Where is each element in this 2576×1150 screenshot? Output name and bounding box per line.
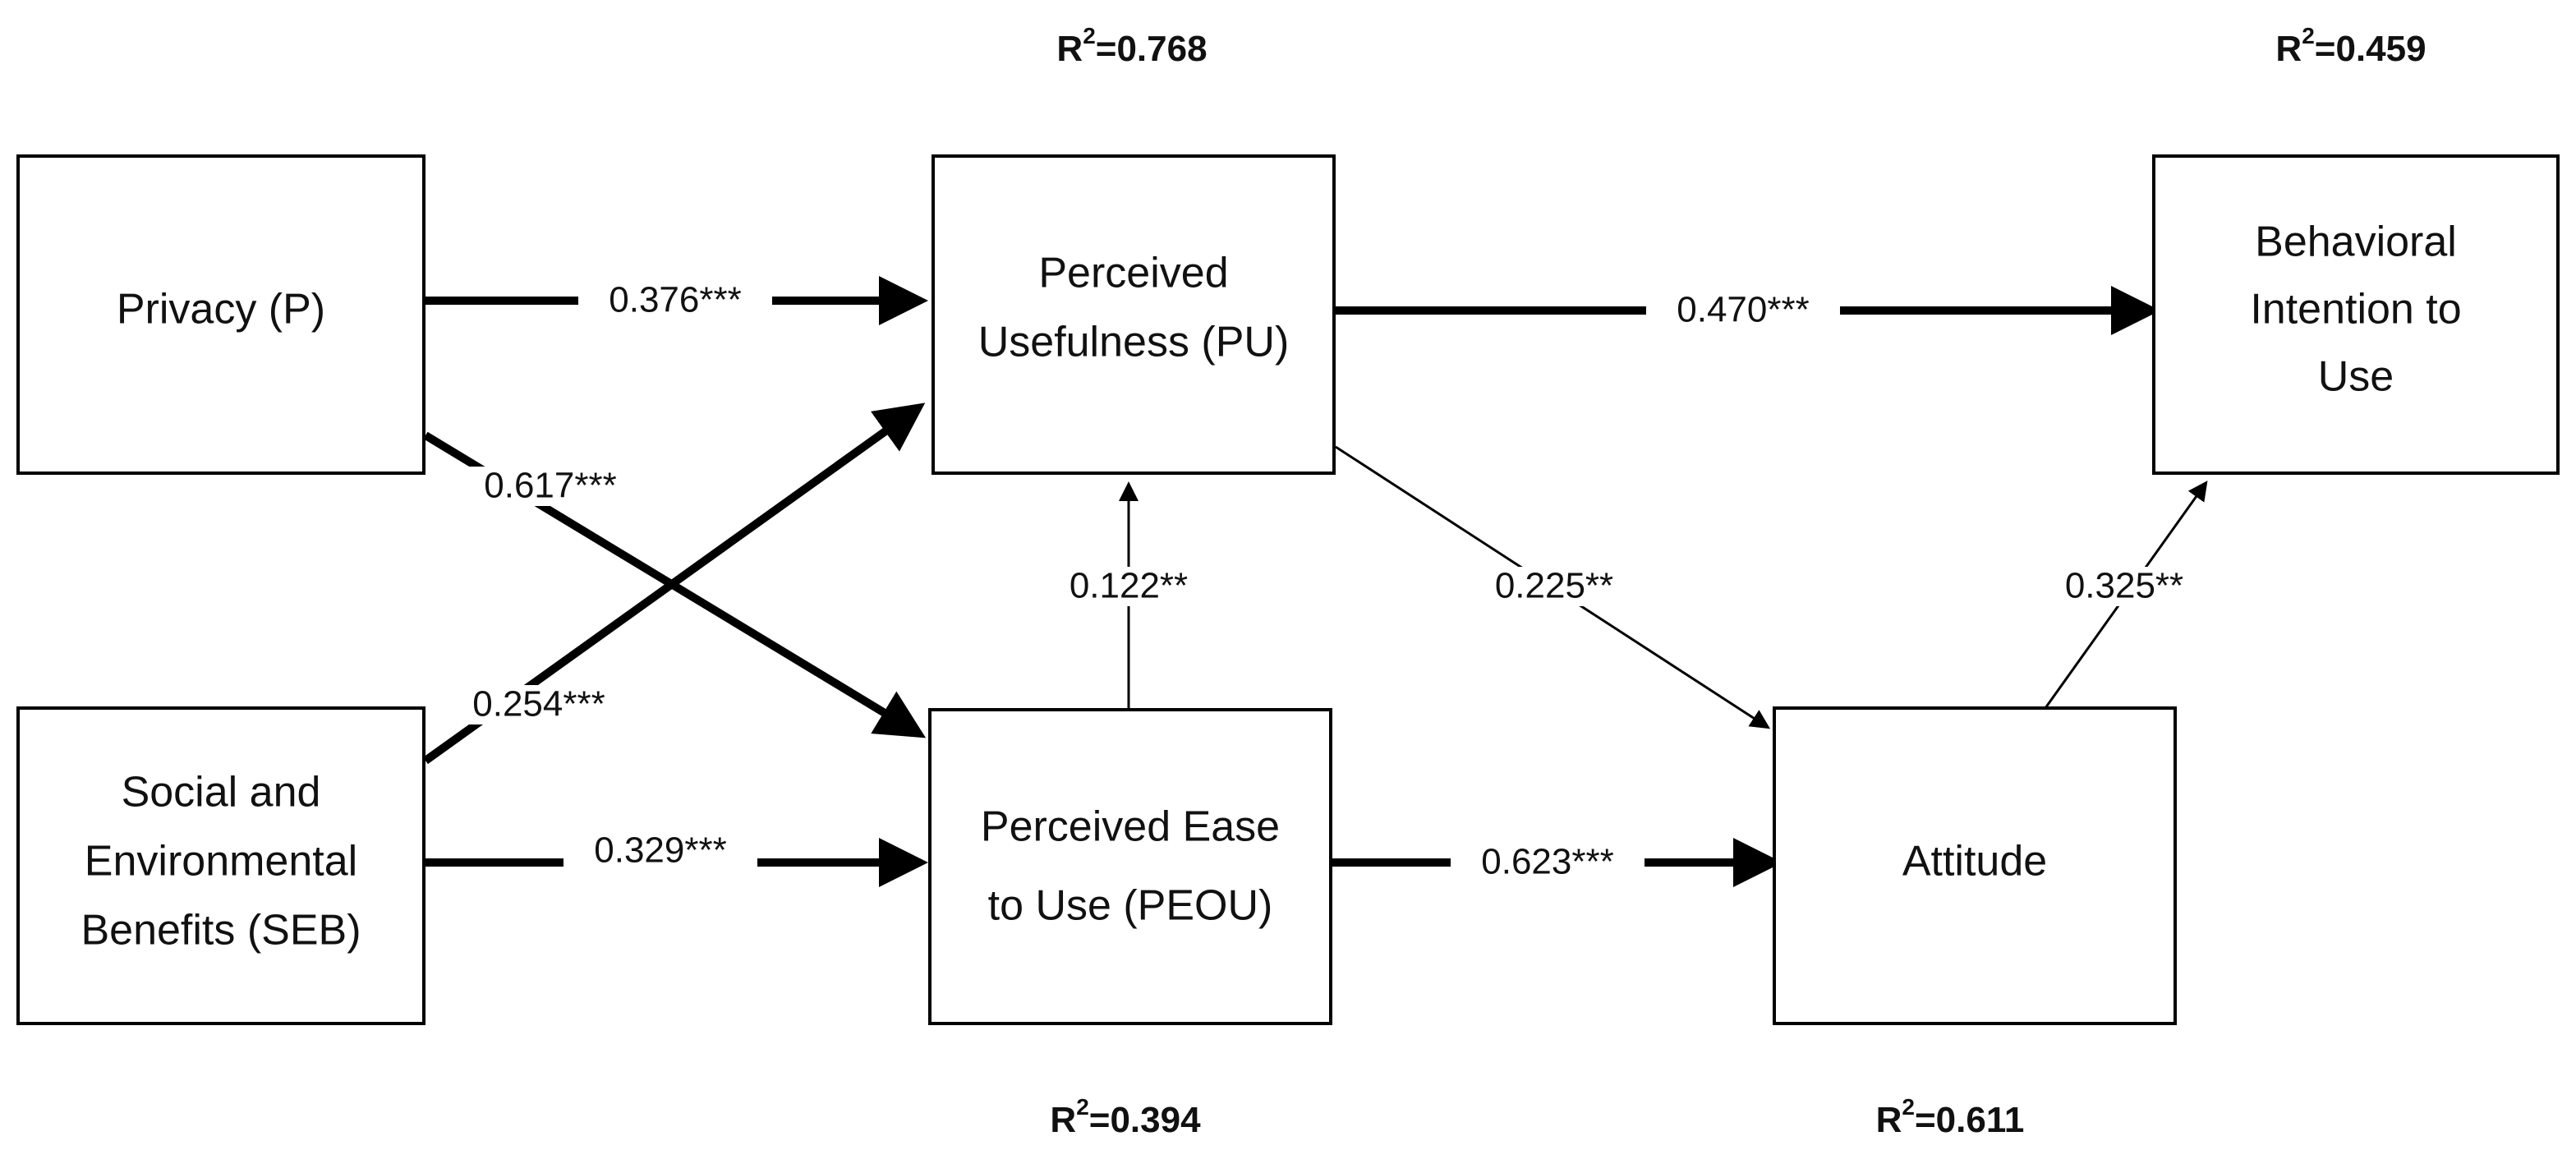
label-pu-att: 0.225**: [1495, 566, 1613, 606]
label-seb-peou: 0.329***: [594, 830, 726, 871]
label-peou-att: 0.623***: [1481, 842, 1613, 882]
node-pu: Perceived Usefulness (PU): [932, 154, 1336, 475]
label-p-peou: 0.617***: [484, 466, 616, 506]
node-peou: Perceived Ease to Use (PEOU): [928, 708, 1332, 1025]
label-att-bi: 0.325**: [2065, 566, 2183, 606]
node-seb: Social and Environmental Benefits (SEB): [16, 706, 426, 1025]
node-bi-label-line2: Intention to: [2250, 286, 2461, 334]
node-pu-label-line1: Perceived: [1038, 250, 1228, 297]
node-bi-label-line3: Use: [2318, 353, 2394, 401]
r-squared-labels: R2=0.768 R2=0.459 R2=0.394 R2=0.611: [1050, 23, 2426, 1139]
node-bi: Behavioral Intention to Use: [2152, 154, 2560, 475]
node-seb-label-line1: Social and: [122, 769, 321, 816]
label-p-pu: 0.376***: [609, 280, 741, 320]
node-privacy: Privacy (P): [16, 154, 426, 475]
node-peou-label-line2: to Use (PEOU): [988, 882, 1273, 930]
node-privacy-label: Privacy (P): [117, 286, 325, 334]
node-peou-label-line1: Perceived Ease: [981, 803, 1280, 851]
node-seb-label-line2: Environmental: [85, 838, 357, 886]
node-seb-label-line3: Benefits (SEB): [80, 907, 361, 954]
label-peou-pu: 0.122**: [1070, 566, 1188, 606]
r2-pu: R2=0.768: [1056, 23, 1207, 68]
node-attitude-label: Attitude: [1902, 838, 2047, 886]
r2-peou: R2=0.394: [1050, 1094, 1201, 1139]
node-attitude: Attitude: [1773, 706, 2177, 1025]
label-seb-pu: 0.254***: [472, 684, 605, 724]
r2-attitude: R2=0.611: [1876, 1094, 2025, 1139]
node-bi-label-line1: Behavioral: [2255, 218, 2457, 266]
path-labels: 0.376*** 0.617*** 0.254*** 0.329*** 0.12…: [442, 280, 2211, 882]
label-pu-bi: 0.470***: [1677, 290, 1809, 330]
node-pu-label-line2: Usefulness (PU): [978, 319, 1290, 366]
r2-bi: R2=0.459: [2275, 23, 2426, 68]
